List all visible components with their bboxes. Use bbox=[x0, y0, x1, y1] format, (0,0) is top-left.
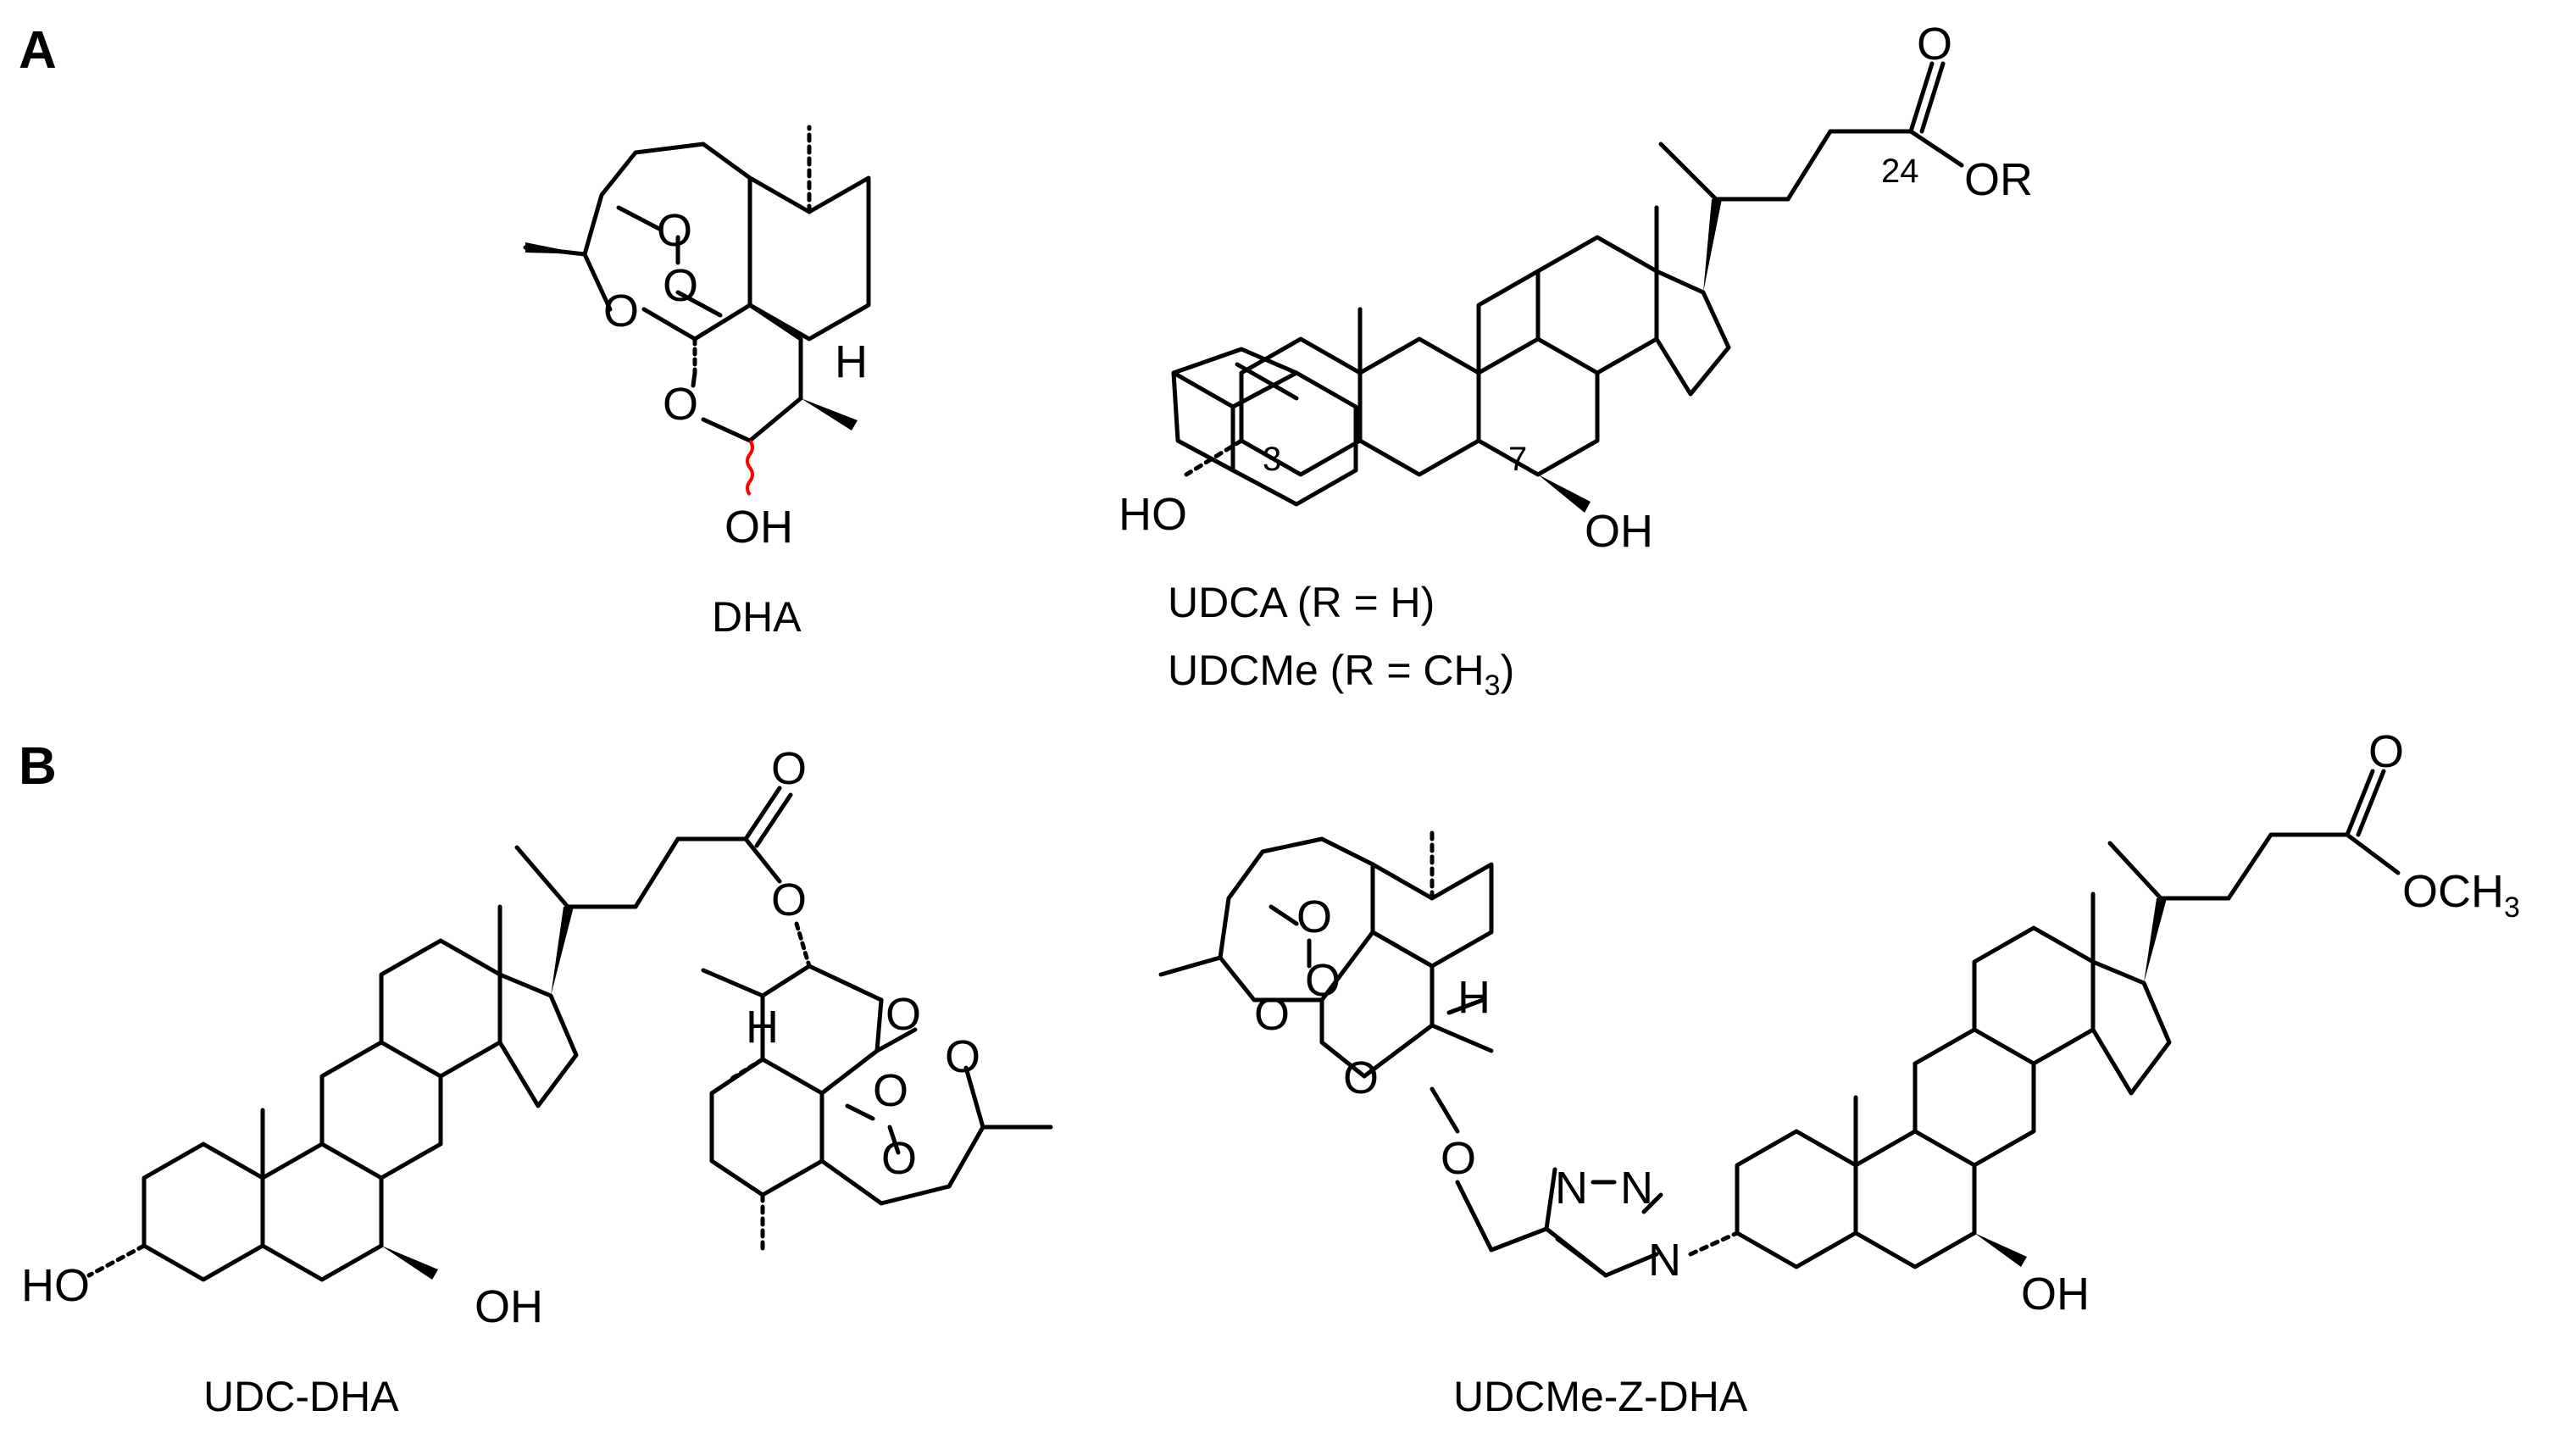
udc-dha-peroxide-o2: O bbox=[881, 1133, 917, 1184]
udca-structure: O OR 24 3 7 HO OH UDCA (R = H) UDCMe (R … bbox=[1119, 19, 2033, 702]
dha-lactol-o: O bbox=[663, 379, 698, 430]
udc-dha-ester-o: O bbox=[771, 875, 807, 925]
udc-dha-peroxide-o1: O bbox=[873, 1065, 908, 1116]
udcme-z-dha-caption: UDCMe-Z-DHA bbox=[1453, 1373, 1748, 1420]
udcme-7-oh: OH bbox=[2021, 1269, 2090, 1319]
dha-h: H bbox=[835, 336, 868, 387]
udcme-och3: OCH3 bbox=[2402, 866, 2520, 924]
dha-ring-o: O bbox=[603, 286, 639, 336]
udca-caption-line1: UDCA (R = H) bbox=[1168, 579, 1435, 626]
udc-dha-caption: UDC-DHA bbox=[203, 1373, 399, 1420]
udc-dha-structure: O O O O O O H HO OH UDC-DHA bbox=[21, 743, 1053, 1420]
udca-carbonyl-o: O bbox=[1917, 19, 1952, 69]
dha-structure: O O O H O OH DHA bbox=[523, 125, 871, 641]
triazole-n2: N bbox=[1620, 1163, 1653, 1214]
udcme-carbonyl-o: O bbox=[2368, 726, 2404, 777]
triazole-n3: N bbox=[1648, 1235, 1681, 1286]
udcme-dha-peroxide-o1: O bbox=[1296, 891, 1332, 942]
udcme-dha-h: H bbox=[1457, 972, 1491, 1023]
udcme-ether-o: O bbox=[1441, 1133, 1476, 1184]
dha-caption: DHA bbox=[712, 593, 802, 641]
triazole-n1: N bbox=[1555, 1163, 1588, 1214]
dha-peroxide-o1: O bbox=[657, 205, 692, 256]
dha-lactol-oh: OH bbox=[724, 502, 793, 553]
dha-peroxide-o2: O bbox=[663, 260, 698, 311]
udcme-z-dha-structure: O O O O H O N N N O bbox=[1158, 726, 2520, 1420]
udca-caption-line2: UDCMe (R = CH3) bbox=[1168, 647, 1514, 702]
udca-c3-label: 3 bbox=[1263, 441, 1281, 478]
udca-c7-label: 7 bbox=[1508, 441, 1527, 478]
udca-or: OR bbox=[1964, 154, 2033, 205]
udca-7-oh: OH bbox=[1585, 506, 1653, 557]
udc-dha-ring-o1: O bbox=[886, 989, 921, 1040]
udca-3-ho: HO bbox=[1119, 489, 1187, 540]
udca-c24-label: 24 bbox=[1881, 153, 1919, 190]
udcme-dha-ring-o1: O bbox=[1254, 989, 1290, 1040]
udc-dha-h: H bbox=[746, 1002, 779, 1053]
udc-dha-7-oh: OH bbox=[475, 1281, 543, 1332]
udcme-dha-ring-o2: O bbox=[1343, 1053, 1379, 1103]
panel-label-b: B bbox=[19, 737, 57, 796]
udc-dha-ring-o2: O bbox=[945, 1031, 980, 1082]
udc-dha-3-ho: HO bbox=[21, 1260, 90, 1311]
udcme-dha-peroxide-o2: O bbox=[1305, 955, 1341, 1006]
udc-dha-carbonyl-o: O bbox=[771, 743, 807, 794]
panel-label-a: A bbox=[19, 21, 57, 80]
